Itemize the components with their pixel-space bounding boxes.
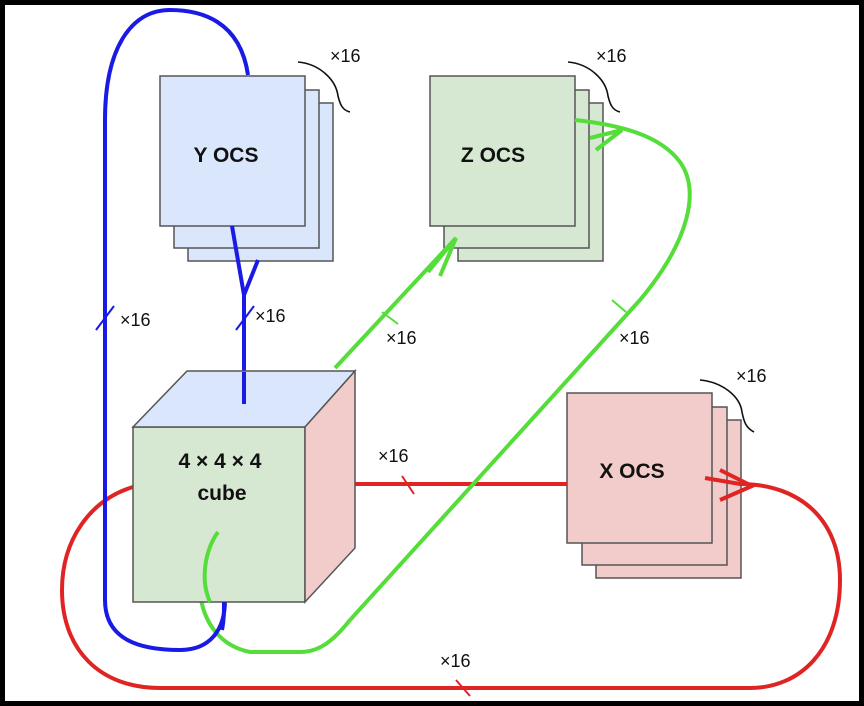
z-direct-multiplier: ×16 xyxy=(386,328,417,348)
x-ocs-card-front xyxy=(566,392,713,544)
y-ocs-card-front xyxy=(159,75,306,227)
y-loop-multiplier: ×16 xyxy=(120,310,151,330)
y-loop-link xyxy=(103,7,250,653)
x-ocs-label: X OCS xyxy=(599,460,664,483)
z-loop-tick xyxy=(611,299,627,313)
x-ocs-multiplier: ×16 xyxy=(736,366,767,386)
z-loop-multiplier: ×16 xyxy=(619,328,650,348)
x-direct-multiplier: ×16 xyxy=(378,446,409,466)
y-ocs-stack: Y OCS ×16 xyxy=(159,46,361,262)
y-loop-link-end xyxy=(220,601,226,631)
z-ocs-label: Z OCS xyxy=(461,144,525,167)
cube-label-line2: cube xyxy=(197,482,246,505)
z-ocs-brace xyxy=(567,61,621,113)
cube-label-line1: 4 × 4 × 4 xyxy=(179,450,262,473)
z-ocs-multiplier: ×16 xyxy=(596,46,627,66)
y-direct-tick xyxy=(235,305,255,331)
y-links xyxy=(95,7,260,653)
z-direct-crowsfoot xyxy=(426,236,458,277)
x-loop-crowsfoot xyxy=(719,468,757,502)
y-ocs-brace xyxy=(297,61,351,113)
z-direct-tick xyxy=(381,311,399,325)
x-direct-tick xyxy=(401,475,415,495)
x-ocs-stack: X OCS ×16 xyxy=(566,366,767,579)
x-loop-tick xyxy=(455,679,471,697)
z-links xyxy=(197,118,692,654)
z-loop-crowsfoot xyxy=(589,128,624,152)
y-direct-crowsfoot xyxy=(242,259,260,296)
cube: 4 × 4 × 4 cube xyxy=(131,369,357,604)
cube-side-face xyxy=(304,369,356,604)
x-links xyxy=(59,468,843,697)
y-loop-tick xyxy=(95,305,115,331)
z-ocs-card-front xyxy=(429,75,576,227)
y-direct-multiplier: ×16 xyxy=(255,306,286,326)
x-loop-multiplier: ×16 xyxy=(440,651,471,671)
x-ocs-brace xyxy=(699,379,755,433)
z-loop-link xyxy=(197,118,692,654)
z-loop-link-start xyxy=(202,530,220,603)
y-ocs-multiplier: ×16 xyxy=(330,46,361,66)
z-ocs-stack: Z OCS ×16 xyxy=(429,46,627,262)
y-ocs-label: Y OCS xyxy=(194,144,259,167)
x-loop-link xyxy=(59,476,843,690)
